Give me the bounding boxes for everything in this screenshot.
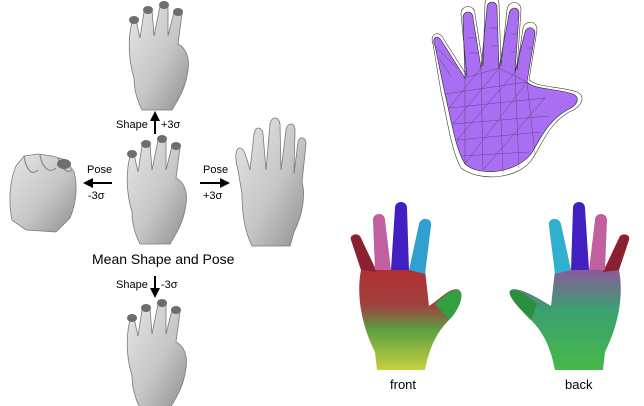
pose-plus-sigma: +3σ: [203, 190, 222, 202]
hand-shape-plus: [129, 1, 189, 110]
pose-minus-sigma: -3σ: [88, 190, 105, 202]
shape-plus-label: Shape: [116, 119, 148, 131]
color-hand-front: [351, 202, 462, 370]
pose-minus-label: Pose: [87, 164, 112, 176]
shape-plus-sigma: +3σ: [161, 119, 180, 131]
mean-caption: Mean Shape and Pose: [92, 251, 234, 267]
shape-minus-label: Shape: [116, 279, 148, 291]
front-caption: front: [390, 377, 416, 392]
shape-minus-sigma: -3σ: [161, 279, 178, 291]
wireframe-hand: [432, 0, 582, 177]
back-caption: back: [565, 377, 592, 392]
hand-shape-minus: [127, 299, 187, 406]
color-hand-back: [510, 202, 630, 370]
hand-pose-minus: [10, 154, 76, 232]
pose-plus-label: Pose: [203, 164, 228, 176]
hand-pose-plus: [236, 118, 306, 246]
hand-mean: [127, 135, 187, 244]
